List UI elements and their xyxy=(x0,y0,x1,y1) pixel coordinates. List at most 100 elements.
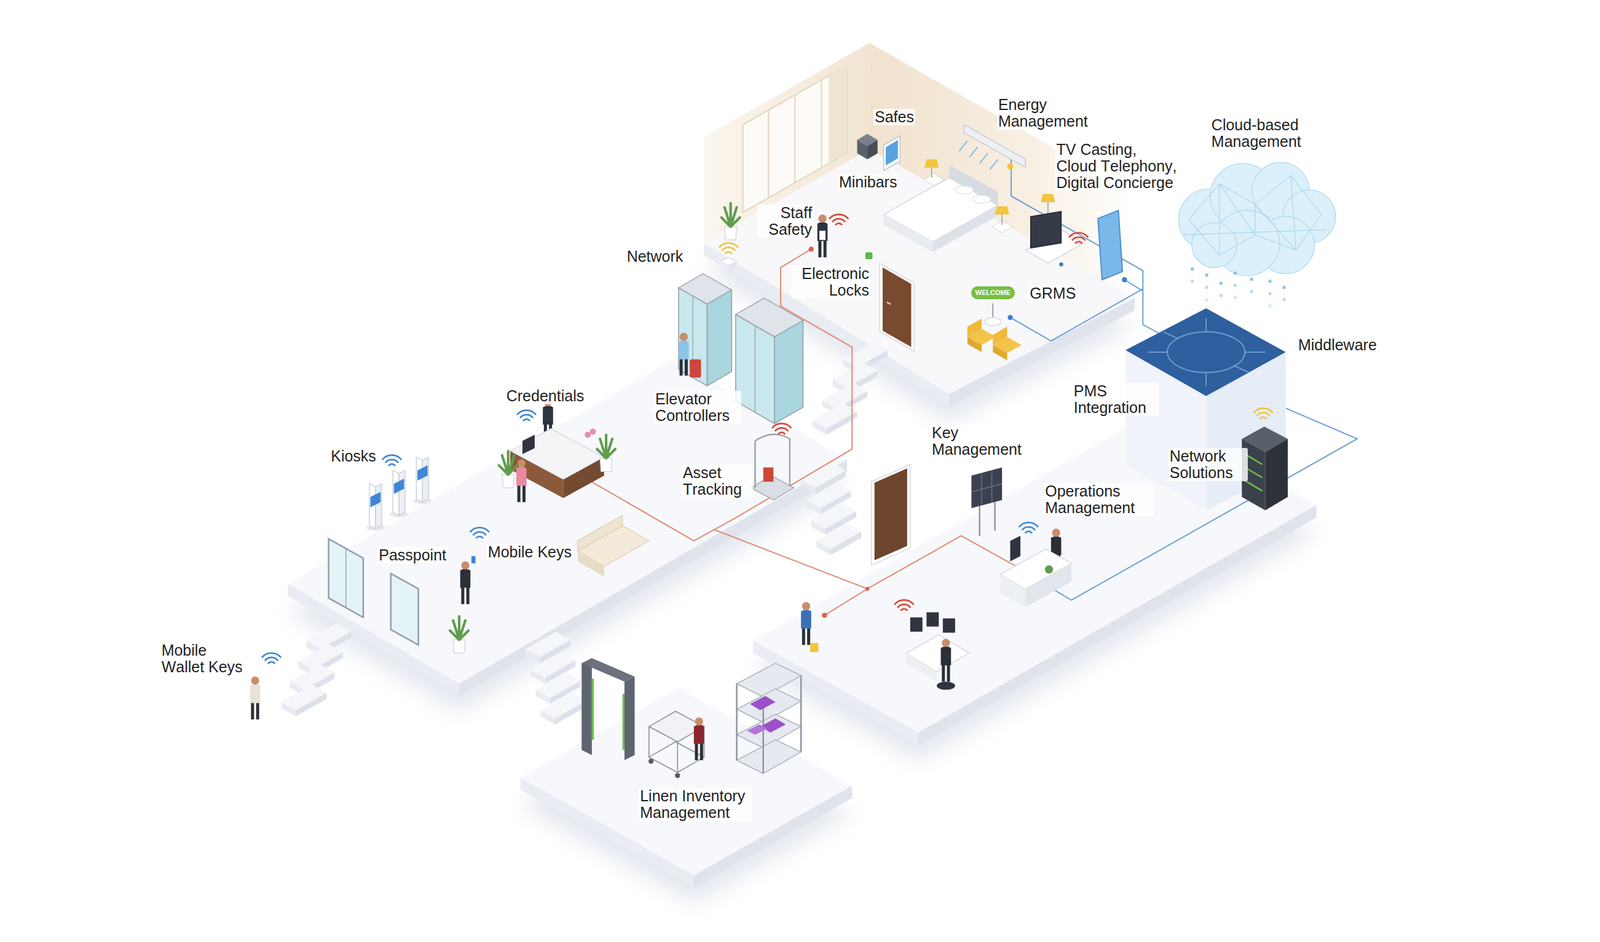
room-furniture xyxy=(984,317,1002,326)
linen-area xyxy=(648,759,654,765)
operations-area xyxy=(800,464,1072,691)
cloud xyxy=(1233,271,1237,275)
room-furniture xyxy=(995,206,1010,215)
cloud xyxy=(1190,267,1194,271)
operations-area xyxy=(936,681,956,690)
room-furniture xyxy=(1047,202,1049,215)
room-furniture xyxy=(958,140,998,170)
kiosks xyxy=(366,483,385,531)
room-furniture xyxy=(931,167,933,179)
callout-label: Minibars xyxy=(837,173,899,191)
passpoint-doors xyxy=(577,515,623,552)
room-furniture xyxy=(992,344,1007,361)
server-rack xyxy=(1253,408,1273,419)
cloud xyxy=(1282,285,1286,289)
luggage-cart xyxy=(763,467,774,482)
cloud xyxy=(1250,277,1254,281)
passpoint-doors xyxy=(390,573,419,645)
luggage-cart xyxy=(754,441,756,489)
elevators xyxy=(754,325,756,413)
cloud xyxy=(1190,279,1194,283)
cloud xyxy=(1178,162,1336,276)
operations-area xyxy=(910,617,923,632)
callout-label: Operations Management xyxy=(1043,483,1154,517)
room-furniture xyxy=(885,140,899,166)
callout-label: Mobile Wallet Keys xyxy=(160,642,249,676)
room-furniture xyxy=(886,302,892,305)
callout-label: TV Casting, Cloud Telephony, Digital Con… xyxy=(1055,141,1181,192)
middleware-block xyxy=(1148,318,1266,387)
cloud xyxy=(1268,279,1272,283)
callout-label: Staff Safety xyxy=(757,204,814,238)
cloud xyxy=(1205,298,1209,302)
linen-platform xyxy=(520,687,853,876)
room-furniture xyxy=(1097,210,1123,280)
luggage-cart xyxy=(754,434,790,442)
operations-area xyxy=(810,642,819,653)
cloud xyxy=(1219,282,1223,286)
operations-area xyxy=(800,602,812,646)
room-furniture xyxy=(829,214,849,225)
operations-area xyxy=(874,468,908,560)
room-furniture xyxy=(883,214,934,253)
speech-bubble: WELCOME xyxy=(971,286,1015,300)
room-furniture xyxy=(882,267,911,347)
luggage-cart xyxy=(789,438,791,486)
wire-dots xyxy=(1007,315,1013,321)
room-furniture xyxy=(923,173,944,187)
front-desk xyxy=(563,457,604,498)
room-furniture xyxy=(1001,214,1003,225)
elevators xyxy=(774,320,803,425)
elevators xyxy=(719,242,738,254)
elevators xyxy=(689,359,701,379)
callout-label: Credentials xyxy=(505,387,586,405)
cloud xyxy=(1191,222,1237,268)
passpoint-doors xyxy=(250,676,261,720)
platform-shadows xyxy=(287,177,1317,905)
room-furniture xyxy=(932,205,998,253)
room-furniture xyxy=(721,203,741,241)
front-desk xyxy=(499,451,518,489)
room-furniture xyxy=(1069,232,1088,244)
operations-area xyxy=(871,464,911,566)
middleware-block xyxy=(1167,331,1245,373)
front-desk xyxy=(499,398,616,503)
room-furniture xyxy=(972,194,991,203)
operations-area xyxy=(941,639,952,683)
server-rack xyxy=(1241,408,1288,511)
room-furniture xyxy=(883,135,901,171)
operations-area xyxy=(1019,522,1038,533)
lobby-platform xyxy=(459,459,848,696)
linen-area xyxy=(622,693,625,750)
kiosks xyxy=(382,455,402,466)
linen-platform xyxy=(520,687,853,888)
room-furniture xyxy=(992,303,994,320)
stairs xyxy=(540,693,586,725)
operations-area xyxy=(942,618,956,633)
operations-area xyxy=(906,653,937,682)
passpoint-doors xyxy=(449,616,469,654)
cloud xyxy=(1190,267,1286,308)
front-desk xyxy=(584,432,591,439)
linen-area xyxy=(581,658,801,779)
room-furniture xyxy=(992,327,1007,346)
wire-dots xyxy=(865,587,870,592)
cloud xyxy=(1233,296,1237,300)
front-desk xyxy=(522,435,535,455)
operations-area xyxy=(1000,574,1026,608)
elevators xyxy=(678,288,707,387)
passpoint-doors xyxy=(262,653,281,664)
linen-area xyxy=(693,717,705,761)
callout-label: Middleware xyxy=(1296,336,1379,354)
wire-dots xyxy=(1059,262,1064,267)
wire-dots xyxy=(821,612,827,618)
cloud xyxy=(1233,283,1237,288)
linen-area xyxy=(760,718,787,733)
kiosks xyxy=(366,455,432,532)
operations-area xyxy=(971,470,1002,506)
cloud xyxy=(1282,298,1286,302)
